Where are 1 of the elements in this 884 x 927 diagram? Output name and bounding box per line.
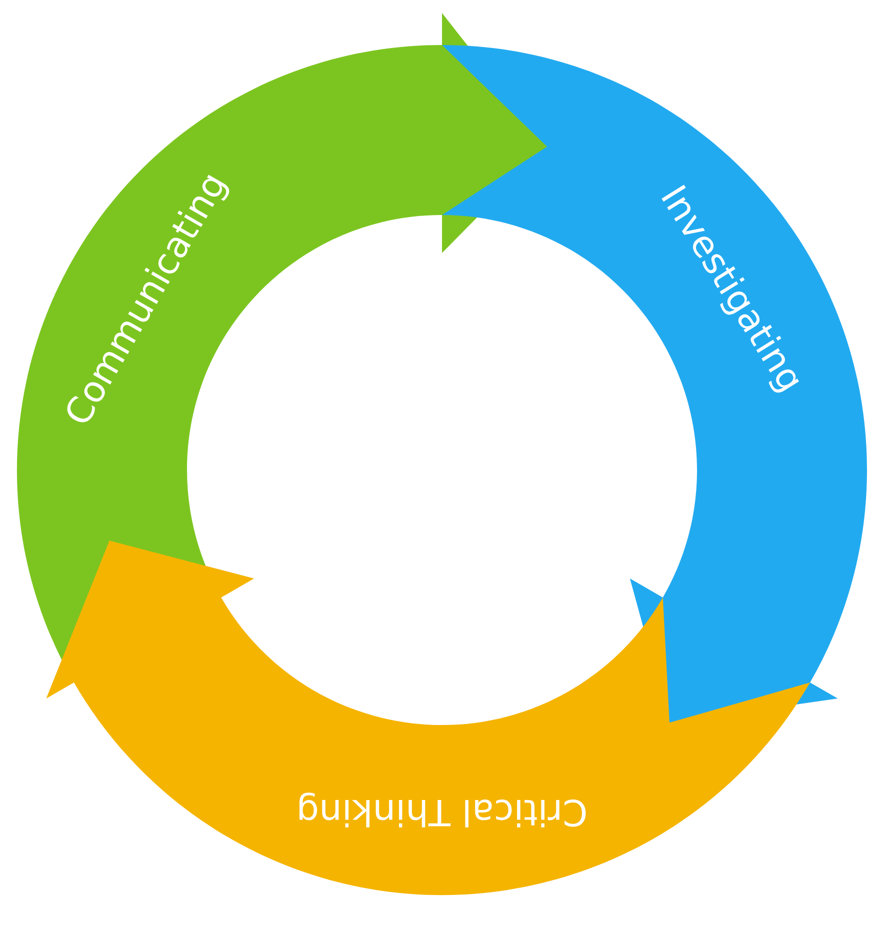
arrow-band: Critical Thinking bbox=[46, 540, 810, 896]
